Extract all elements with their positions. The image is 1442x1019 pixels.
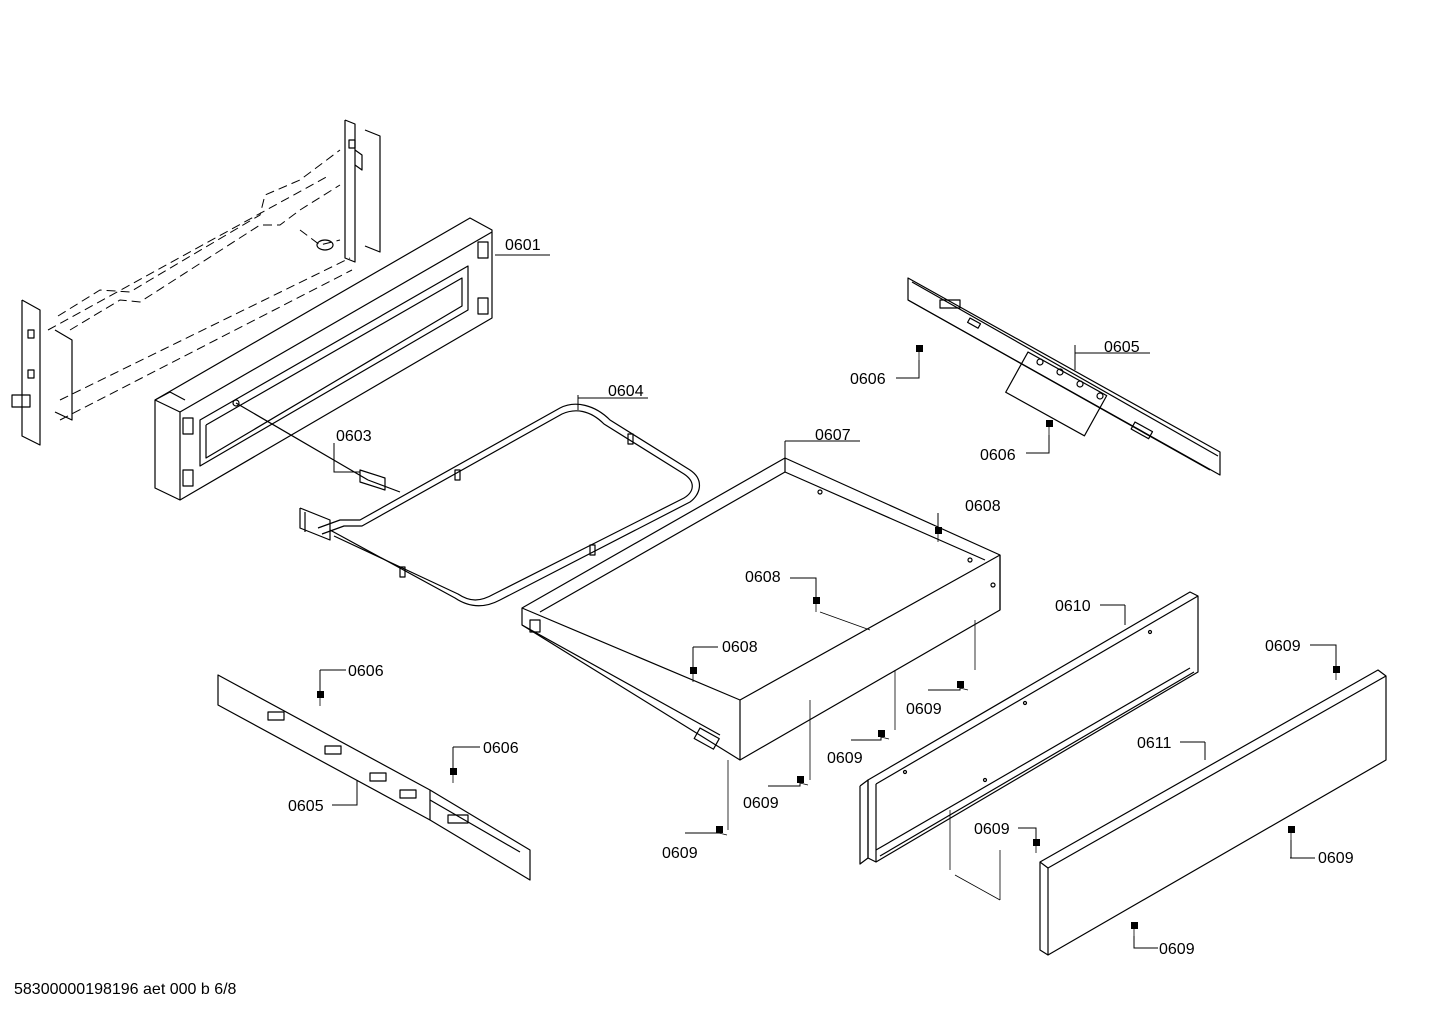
front-frame bbox=[154, 217, 493, 501]
callout-0609-e: 0609 bbox=[974, 821, 1010, 838]
callout-0606-top-a: 0606 bbox=[850, 371, 886, 388]
callout-0609-g: 0609 bbox=[1318, 850, 1354, 867]
callout-0604: 0604 bbox=[608, 383, 644, 400]
screw-0609-g bbox=[1288, 826, 1295, 840]
screw-0606-c bbox=[317, 691, 324, 706]
leader-lines bbox=[319, 254, 1337, 949]
callout-0609-d: 0609 bbox=[743, 795, 779, 812]
callout-0606-top-b: 0606 bbox=[980, 447, 1016, 464]
callout-0608-a: 0608 bbox=[965, 498, 1001, 515]
callout-0603: 0603 bbox=[336, 428, 372, 445]
screw-0606-b bbox=[1046, 420, 1053, 435]
telescopic-rail-left bbox=[217, 674, 531, 881]
callout-0606-bottom-a: 0606 bbox=[348, 663, 384, 680]
screw-0606-a bbox=[916, 345, 923, 360]
screw-0609-f bbox=[1033, 839, 1040, 853]
screw-0608-c bbox=[690, 667, 697, 682]
callout-0609-a: 0609 bbox=[1265, 638, 1301, 655]
callout-0609-f: 0609 bbox=[662, 845, 698, 862]
screw-0609-h bbox=[1131, 922, 1138, 936]
drawer-tray bbox=[521, 457, 1001, 830]
screw-0609-b bbox=[878, 730, 890, 740]
callout-0610: 0610 bbox=[1055, 598, 1091, 615]
callout-0601: 0601 bbox=[505, 237, 541, 254]
front-panel bbox=[1039, 669, 1387, 956]
callout-0609-c: 0609 bbox=[827, 750, 863, 767]
screw-0609-c bbox=[797, 776, 809, 786]
screw-0609-a bbox=[957, 681, 969, 691]
callout-0609-b: 0609 bbox=[906, 701, 942, 718]
heating-element bbox=[299, 403, 700, 607]
document-id: 58300000198196 aet 000 b 6/8 bbox=[14, 981, 237, 998]
inner-panel bbox=[859, 591, 1199, 901]
screw-0609-e bbox=[1333, 666, 1340, 680]
oven-bracket-frame bbox=[11, 119, 381, 446]
callout-0608-b: 0608 bbox=[745, 569, 781, 586]
screw-0608-b bbox=[813, 597, 820, 612]
screw-0606-d bbox=[450, 768, 457, 783]
callout-0605-bottom: 0605 bbox=[288, 798, 324, 815]
callout-0609-h: 0609 bbox=[1159, 941, 1195, 958]
callout-0605-top: 0605 bbox=[1104, 339, 1140, 356]
callout-0607: 0607 bbox=[815, 427, 851, 444]
callout-0608-c: 0608 bbox=[722, 639, 758, 656]
callout-labels: 0601 0603 0604 0605 0606 0606 0607 0608 … bbox=[288, 237, 1354, 958]
telescopic-rail-right bbox=[907, 277, 1221, 476]
sensor-wire bbox=[232, 399, 401, 493]
callout-0611: 0611 bbox=[1137, 735, 1172, 752]
screw-0608-a bbox=[935, 527, 942, 542]
screw-0609-d bbox=[716, 826, 728, 836]
callout-0606-bottom-b: 0606 bbox=[483, 740, 519, 757]
